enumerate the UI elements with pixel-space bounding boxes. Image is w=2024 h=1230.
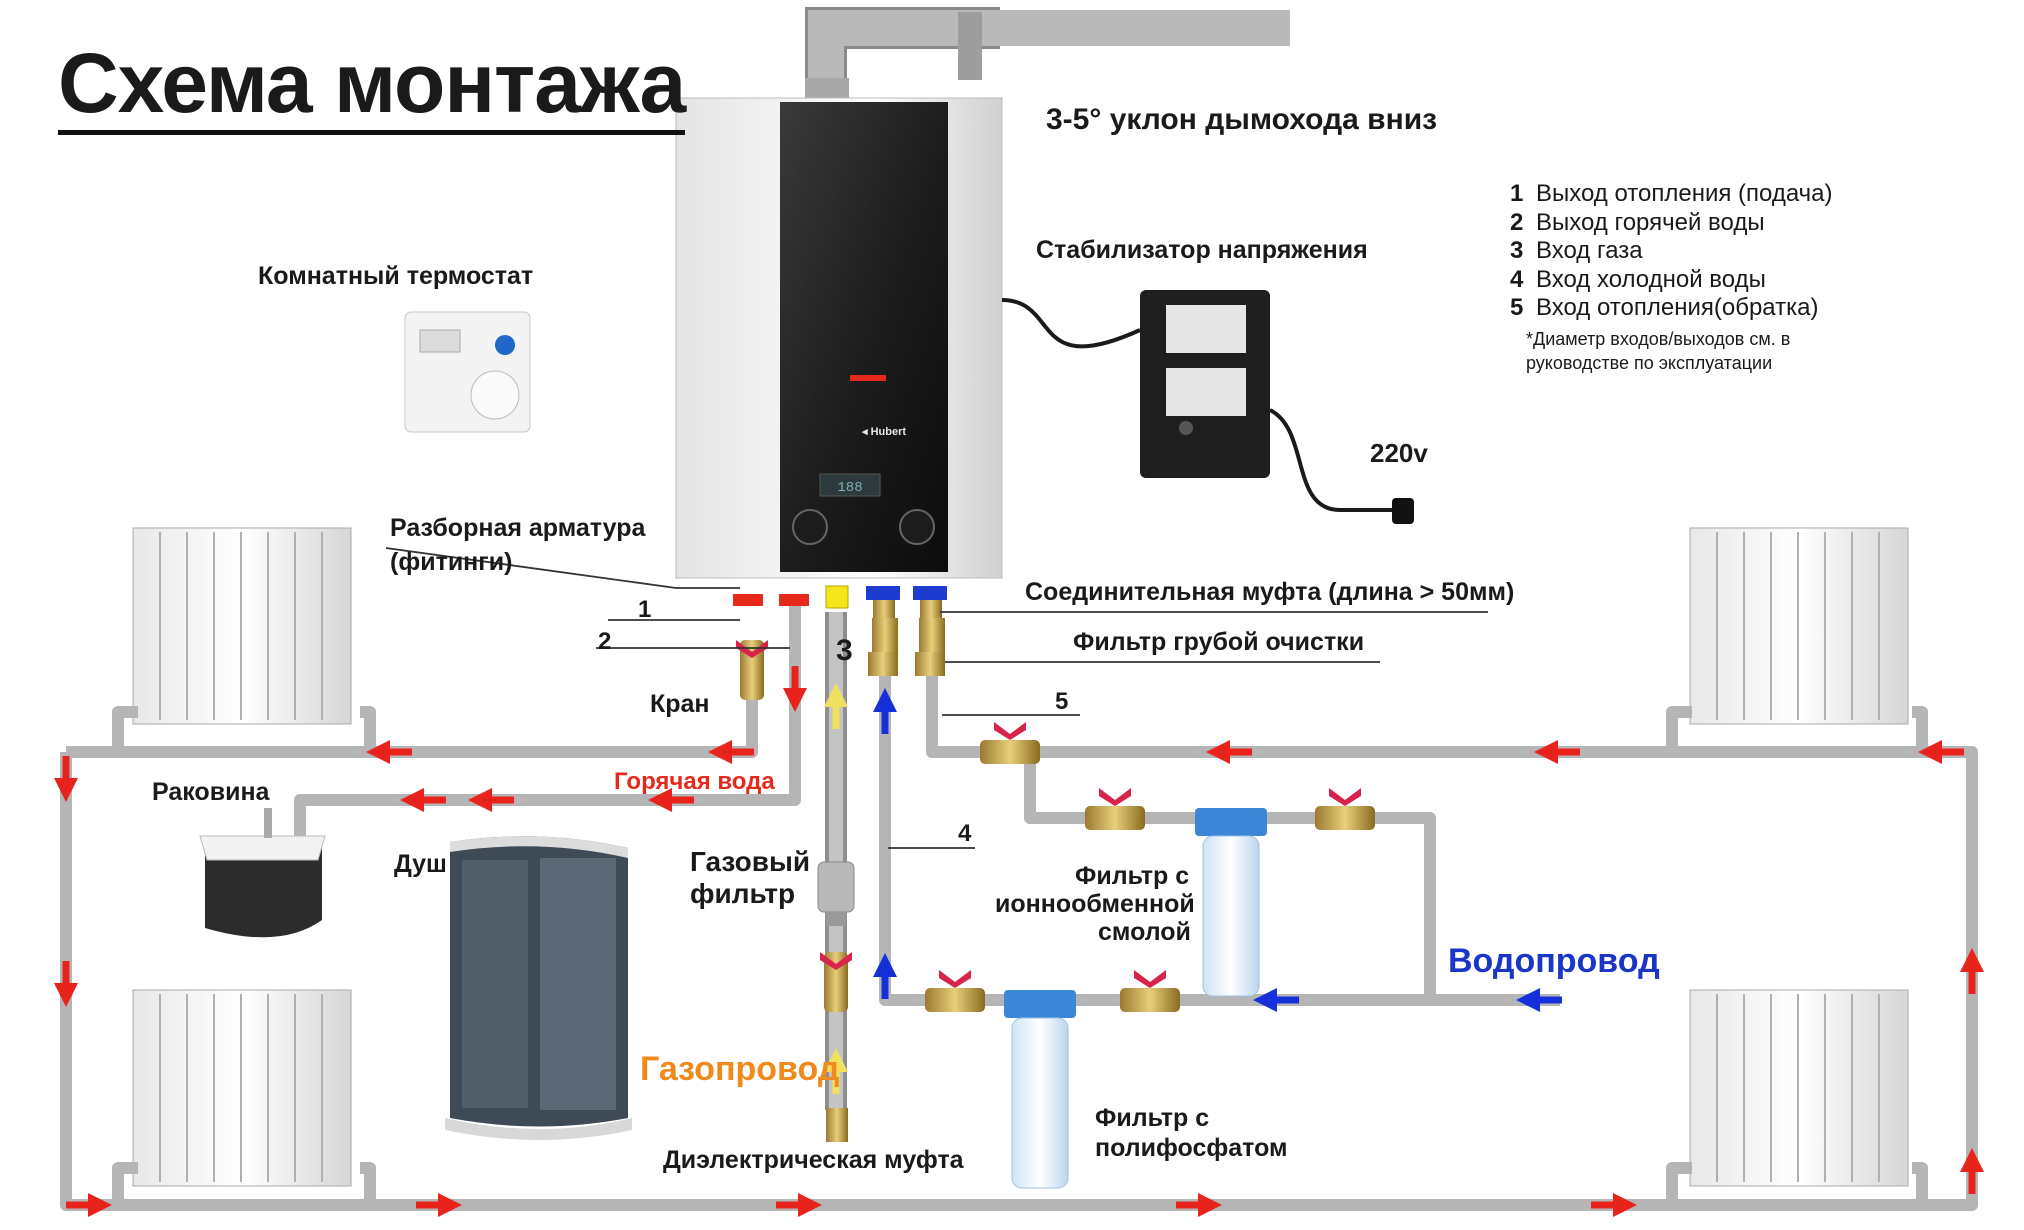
voltage-label: 220v <box>1370 438 1428 468</box>
boiler-outlets <box>733 585 947 620</box>
flow-arrow <box>1516 988 1562 1012</box>
ball-valve <box>736 640 768 700</box>
boiler: ◂ Hubert 188 <box>675 97 1003 579</box>
poly-filter-label-line-2: полифосфатом <box>1095 1134 1288 1162</box>
ball-valves <box>736 640 1375 1012</box>
flow-arrow <box>366 740 412 764</box>
flow-arrow <box>1960 948 1984 994</box>
flow-arrow <box>824 1048 848 1094</box>
flow-arrow <box>54 756 78 802</box>
stabilizer-label: Стабилизатор напряжения <box>1036 236 1368 264</box>
pipe-number-5: 5 <box>1055 688 1069 715</box>
shower-label: Душ <box>394 850 447 878</box>
gas-supply-label: Газопровод <box>640 1050 840 1088</box>
flow-arrow <box>1960 1148 1984 1194</box>
ion-filter-label-line-3: смолой <box>1098 918 1191 946</box>
flow-arrow <box>66 1193 112 1217</box>
page-title: Схема монтажа <box>58 40 686 135</box>
ball-valve <box>925 970 985 1012</box>
voltage-stabilizer <box>1001 290 1414 524</box>
ball-valve <box>1085 788 1145 830</box>
flow-arrow <box>1591 1193 1637 1217</box>
ball-valve <box>1315 788 1375 830</box>
flow-arrow <box>416 1193 462 1217</box>
thermostat-label: Комнатный термостат <box>258 262 534 290</box>
gas-filter <box>817 861 855 926</box>
filter-ion-exchange <box>1195 808 1267 997</box>
fittings-label-line-1: Разборная арматура <box>390 514 646 542</box>
sink-label: Раковина <box>152 778 270 806</box>
ion-filter-label-line-2: ионнообменной <box>995 890 1195 918</box>
filter-polyphosphate <box>1004 990 1076 1189</box>
flow-arrow <box>776 1193 822 1217</box>
ion-filter-label-line-1: Фильтр с <box>1075 862 1190 890</box>
water-supply-label: Водопровод <box>1448 942 1660 980</box>
boiler-display: 188 <box>837 480 862 496</box>
radiator-fins <box>159 532 1880 1182</box>
dielectric-coupling <box>826 1108 848 1142</box>
ball-valve <box>980 722 1040 764</box>
ball-valve <box>1120 970 1180 1012</box>
flow-arrow <box>783 666 807 712</box>
flow-arrow <box>54 961 78 1007</box>
flow-arrow <box>1918 740 1964 764</box>
pipe-number-3: 3 <box>836 634 853 667</box>
poly-filter-label-line-1: Фильтр с <box>1095 1104 1210 1132</box>
gas-filter-label-line-2: фильтр <box>690 878 796 909</box>
valve-label: Кран <box>650 690 710 718</box>
boiler-brand: ◂ Hubert <box>861 426 906 438</box>
flow-arrow <box>873 953 897 999</box>
legend-note-line-1: *Диаметр входов/выходов см. в <box>1526 328 1791 349</box>
coupling-label: Соединительная муфта (длина > 50мм) <box>1025 578 1515 606</box>
flow-arrow <box>1176 1193 1222 1217</box>
flow-arrow <box>1206 740 1252 764</box>
pipes <box>60 598 1978 1211</box>
legend-note-line-2: руководстве по эксплуатации <box>1526 352 1773 373</box>
flow-arrows <box>54 666 1984 1217</box>
flow-arrow <box>1253 988 1299 1012</box>
flow-arrow <box>873 688 897 734</box>
coarse-filter-label: Фильтр грубой очистки <box>1073 628 1365 656</box>
flow-arrow <box>824 683 848 729</box>
coarse-filters <box>868 618 945 676</box>
gas-filter-label-line-1: Газовый <box>690 846 811 877</box>
pipe-number-4: 4 <box>958 820 972 847</box>
fittings-label-line-2: (фитинги) <box>390 548 513 576</box>
flow-arrow <box>400 788 446 812</box>
room-thermostat <box>404 311 531 433</box>
dielectric-coupling-label: Диэлектрическая муфта <box>663 1146 964 1174</box>
hot-water-label: Горячая вода <box>614 768 775 795</box>
flow-arrow <box>708 740 754 764</box>
pipe-number-2: 2 <box>598 628 612 655</box>
flow-arrow <box>1534 740 1580 764</box>
shower-cabin <box>445 836 632 1140</box>
chimney-label: 3-5° уклон дымохода вниз <box>1046 103 1438 136</box>
flow-arrow <box>648 788 694 812</box>
pipe-number-1: 1 <box>638 596 652 623</box>
flow-arrow <box>468 788 514 812</box>
sink <box>199 808 326 938</box>
leader-lines <box>385 547 1488 849</box>
ball-valve <box>820 952 852 1012</box>
